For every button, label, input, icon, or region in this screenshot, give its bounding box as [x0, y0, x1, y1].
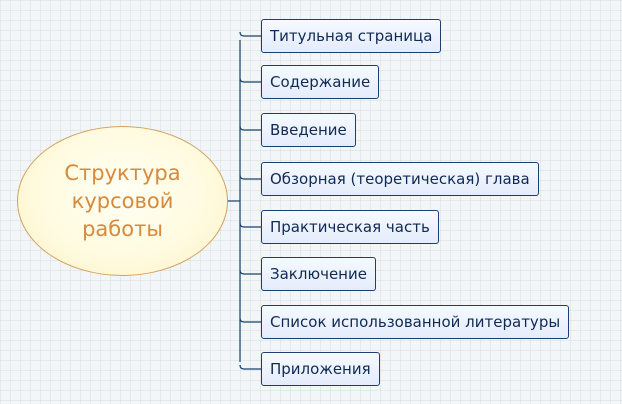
central-topic[interactable]: Структура курсовой работы: [17, 126, 228, 276]
topic-theory-chapter[interactable]: Обзорная (теоретическая) глава: [261, 162, 539, 196]
connector-branch: [239, 317, 261, 323]
topic-title-page[interactable]: Титульная страница: [261, 19, 442, 53]
topic-practical-part[interactable]: Практическая часть: [261, 210, 439, 244]
topic-conclusion[interactable]: Заключение: [261, 257, 376, 291]
topic-appendices[interactable]: Приложения: [261, 352, 380, 386]
topic-introduction[interactable]: Введение: [261, 113, 356, 147]
connector-branch: [239, 77, 261, 83]
connector-branch: [239, 364, 261, 370]
connector-branch: [239, 269, 261, 275]
connector-branch: [239, 222, 261, 228]
connector-branch: [239, 31, 261, 37]
topic-references[interactable]: Список использованной литературы: [261, 305, 570, 339]
connector-branch: [239, 125, 261, 131]
central-topic-label: Структура курсовой работы: [64, 161, 181, 241]
connector-branch: [239, 174, 261, 180]
topic-contents[interactable]: Содержание: [261, 65, 380, 99]
